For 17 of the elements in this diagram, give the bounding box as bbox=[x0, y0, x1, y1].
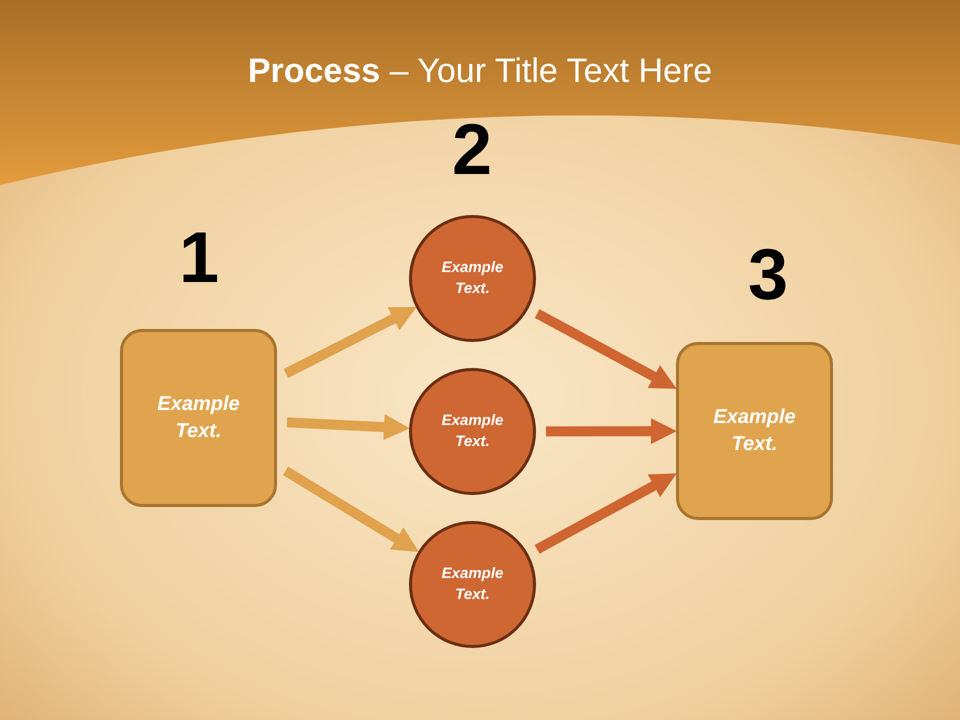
node-text: Example Text. bbox=[440, 410, 504, 452]
arrow bbox=[546, 418, 677, 444]
node-text: Example Text. bbox=[156, 392, 241, 444]
arrow bbox=[534, 473, 677, 554]
arrow bbox=[284, 306, 417, 378]
node-text: Example Text. bbox=[712, 404, 797, 457]
title: Process – Your Title Text Here bbox=[246, 51, 714, 92]
step-number: 2 bbox=[452, 114, 492, 186]
step-box bbox=[120, 329, 277, 507]
node-text: Example Text. bbox=[440, 258, 504, 298]
arrow bbox=[282, 466, 419, 552]
step-box bbox=[676, 342, 833, 520]
arrow bbox=[534, 309, 677, 389]
step-number: 3 bbox=[748, 239, 788, 311]
arrow bbox=[286, 414, 410, 440]
node-text: Example Text. bbox=[440, 564, 504, 604]
step-number: 1 bbox=[178, 222, 220, 294]
